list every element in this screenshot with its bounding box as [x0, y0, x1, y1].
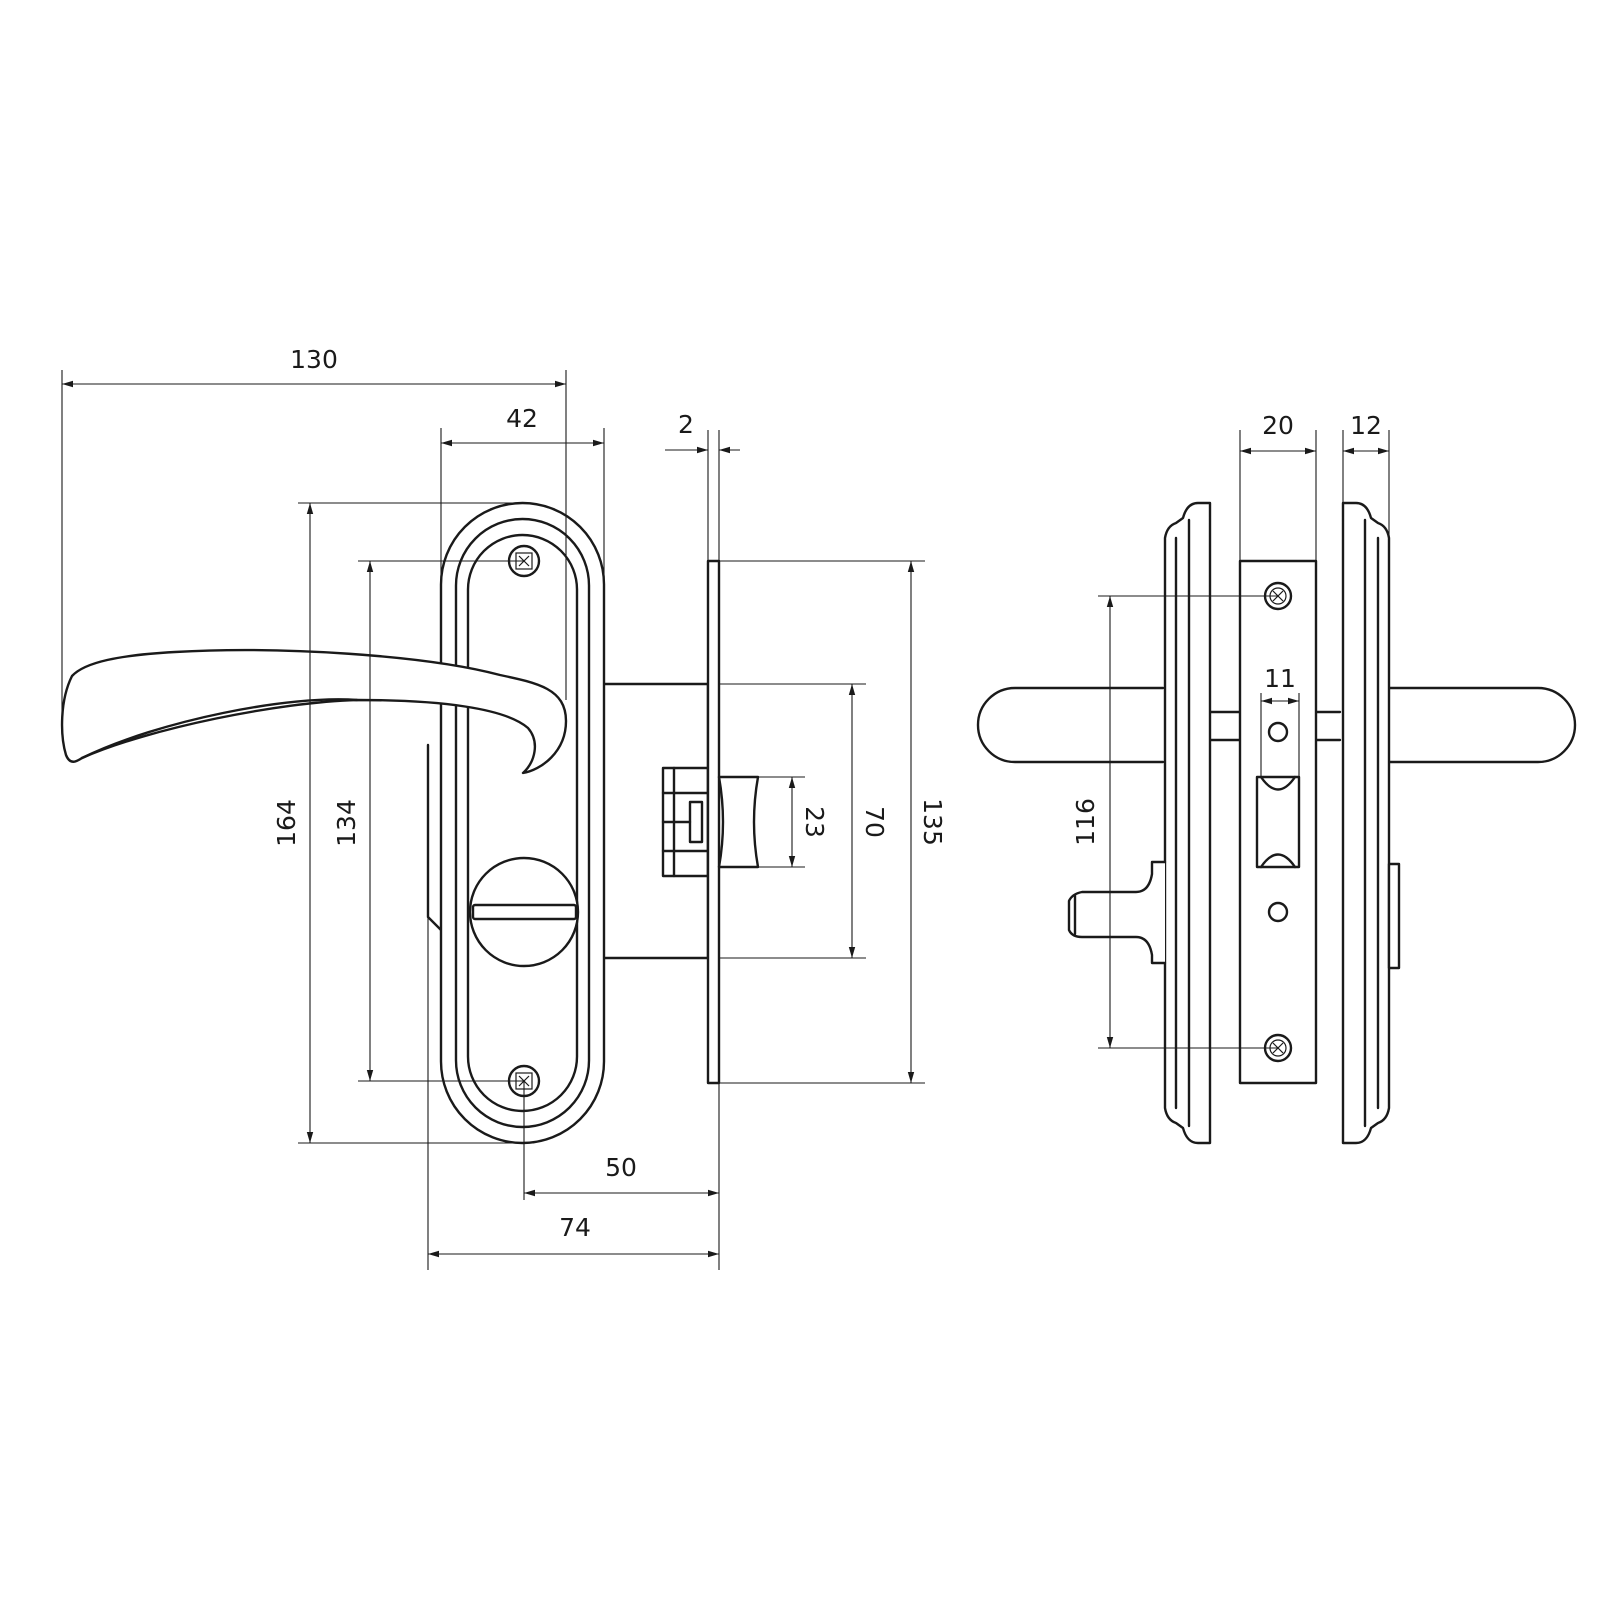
faceplate	[706, 559, 721, 1085]
side-lever-left	[976, 686, 1165, 764]
dim-plate-height: 164	[272, 799, 301, 847]
dim-total-depth: 74	[559, 1213, 591, 1242]
dim-side-rosette-depth: 12	[1350, 411, 1382, 440]
dim-handle-length: 130	[290, 345, 338, 374]
latch-assembly	[661, 766, 710, 878]
dim-plate-width: 42	[506, 404, 538, 433]
latch-bolt	[717, 775, 760, 869]
dim-backset: 50	[605, 1153, 637, 1182]
privacy-turn-knob	[468, 856, 580, 968]
lever-handle	[60, 648, 568, 775]
escutcheon-middle	[454, 517, 591, 1129]
escutcheon-inner	[466, 533, 579, 1113]
dim-faceplate-thickness: 2	[678, 410, 694, 439]
dim-screw-spacing-side: 116	[1071, 798, 1100, 846]
dimension-lines: 130 42 2 164 134 23 70	[61, 345, 1390, 1270]
dim-lock-body-height: 70	[860, 806, 889, 838]
side-privacy-turn	[1067, 860, 1167, 965]
dim-screw-spacing-front: 134	[332, 799, 361, 847]
side-rosette-left	[1163, 501, 1212, 1145]
escutcheon-outer	[439, 501, 606, 1145]
side-view	[976, 501, 1577, 1145]
side-lever-right	[1384, 686, 1577, 764]
dim-side-plate-width: 20	[1262, 411, 1294, 440]
dim-faceplate-height: 135	[918, 798, 947, 846]
front-view	[60, 501, 760, 1145]
dim-latch-height: 23	[800, 806, 829, 838]
dim-spindle-size: 11	[1264, 664, 1296, 693]
side-latch-window	[1255, 775, 1301, 869]
